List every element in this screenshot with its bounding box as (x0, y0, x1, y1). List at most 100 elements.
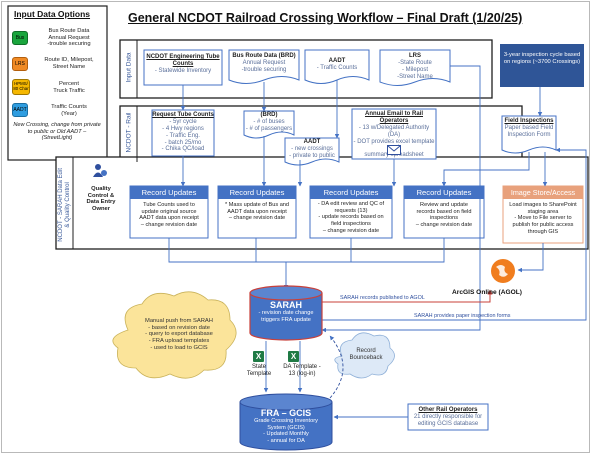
legend-aadt-line-1: Traffic Counts (51, 104, 87, 110)
legend-bus-line-2: Annual Request (48, 34, 90, 41)
field-inspections-line-1: Paper based Field (504, 124, 554, 131)
state-template-label: State Template (246, 364, 272, 377)
legend-badge-aadt: AADT (12, 103, 28, 117)
record-updates-2-shape (217, 185, 297, 239)
legend-hpms-line-1: Percent (59, 81, 79, 87)
record-updates-4-line-2: records based on field (416, 208, 472, 215)
record-updates-1-line-3: AADT data upon receipt (139, 215, 199, 222)
other-rail-title: Other Rail Operators (418, 407, 478, 413)
lane-label-rail: NCDOT - Rail (125, 112, 133, 153)
record-updates-3-line-2: requests (13) (334, 207, 368, 214)
image-store-line-5: through GIS (527, 228, 559, 235)
record-updates-2-title: Record Updates (229, 188, 285, 197)
aadt-rail-title: AADT (303, 139, 321, 145)
brd-doc: Bus Route Data (BRD) Annual Request -tro… (229, 53, 299, 74)
brd-line-1: Annual Request (242, 59, 286, 66)
legend-hpms-line-2: Truck Traffic (53, 87, 85, 94)
record-updates-1-title: Record Updates (141, 188, 197, 197)
legend-badge-bus: Bus (12, 31, 28, 45)
fra-cylinder-shape (239, 393, 333, 451)
record-updates-3-line-4: field inspections (331, 221, 371, 228)
legend-note: New Crossing, change from private to pub… (13, 122, 101, 142)
connector-bounceback (329, 335, 344, 399)
globe-icon (490, 258, 516, 284)
manual-push-line-4: - FRA upload templates (148, 337, 210, 344)
agol-label: ArcGIS Online (AGOL) (452, 289, 522, 296)
record-updates-3-line-3: - update records based on (318, 214, 384, 221)
da-template-label: DA Template - 13 (log-in) (283, 364, 321, 377)
annual-email-title: Annual Email to Rail Operators (364, 111, 423, 124)
aadt-rail-line-1: - new crossings (291, 145, 333, 152)
record-updates-1-line-4: – change revision date (140, 222, 198, 229)
lrs-title: LRS (409, 53, 421, 59)
connector-ru-bus (168, 238, 445, 288)
connector-lrs-to-sarah (321, 65, 481, 333)
connector-field-to-ru4 (441, 152, 530, 187)
request-tube-title: Request Tube Counts (152, 112, 214, 118)
aadt-line-1: - Traffic Counts (316, 64, 358, 71)
record-updates-4-shape (403, 185, 485, 239)
arrow-label-paper-forms: SARAH provides paper inspection forms (414, 313, 511, 319)
brd-line-2: -trouble securing (241, 66, 287, 73)
brd-rail-line-1: - # of buses (253, 118, 285, 125)
manual-push-line-2: - based on revision date (148, 324, 210, 331)
other-rail-line-2: editing GCIS database (417, 420, 479, 427)
request-tube-text: Request Tube Counts - 5yr cycle - 4 Hwy … (152, 112, 214, 153)
legend-lrs-line-2: Street Name (52, 63, 86, 70)
bounceback-line-2: Bounceback (349, 354, 383, 361)
image-store-shape (502, 185, 584, 244)
engineering-title: NCDOT Engineering Tube Counts (146, 54, 220, 67)
bounceback-label: Record Bounceback (344, 348, 388, 362)
aadt-rail-line-2: - private to public (289, 152, 335, 159)
request-tube-line-4: - batch 25/mo (164, 139, 202, 146)
bounceback-cloud-shape (334, 332, 395, 379)
aadt-rail-doc (284, 137, 340, 166)
fra-title: FRA – GCIS (260, 408, 312, 418)
record-updates-1-line-1: Tube Counts used to (143, 202, 195, 208)
fra-line-4: - annual for DA (267, 438, 305, 445)
lrs-doc: LRS -State Route - Milepost -Street Name (380, 53, 450, 81)
record-updates-4-title: Record Updates (416, 188, 472, 197)
annual-email-line-3: summary spreadsheet (364, 152, 424, 159)
lrs-doc-shape (379, 49, 451, 86)
record-updates-1-shape (129, 185, 209, 239)
record-updates-4-line-1: Review and update (420, 202, 468, 208)
sarah-database: SARAH - revision date change triggers FR… (250, 300, 322, 323)
request-tube-line-3: - Traffic Eng. (166, 132, 200, 139)
legend-lrs-line-1: Route ID, Milepost, (44, 57, 94, 63)
record-updates-1-line-2: update original source (141, 208, 197, 215)
image-store-line-1: Load images to SharePoint (509, 202, 577, 208)
aadt-rail-text: AADT - new crossings - private to public (285, 139, 339, 160)
lrs-line-2: - Milepost (401, 66, 428, 73)
quality-owner-icon (92, 162, 108, 178)
page-title: General NCDOT Railroad Crossing Workflow… (128, 11, 523, 25)
record-updates-4-line-4: – change revision date (415, 222, 473, 229)
engineering-line-1: - Statewide Inventory (154, 67, 212, 74)
envelope-icon (387, 145, 401, 155)
record-updates-4: Record Updates Review and update records… (404, 186, 484, 229)
inspection-note: 3-year inspection cycle based on regions… (503, 52, 581, 65)
fra-line-3: - Updated Monthly (263, 431, 309, 438)
other-rail-operators: Other Rail Operators 21 directly respons… (408, 407, 488, 428)
aadt-title: AADT (328, 58, 346, 64)
record-updates-2-line-3: – change revision date (228, 215, 286, 222)
record-updates-2-line-2: AADT data upon receipt (227, 208, 287, 215)
legend-badge-lrs: LRS (12, 57, 28, 71)
excel-state-icon: X (253, 351, 264, 362)
field-inspections-text: Field Inspections Paper based Field Insp… (502, 118, 556, 139)
lrs-line-3: -Street Name (397, 73, 433, 80)
manual-push-line-1: Manual push from SARAH (145, 318, 213, 324)
brd-rail-title: (BRD) (260, 112, 278, 118)
quality-owner-label: Quality Control & Data Entry Owner (86, 186, 116, 212)
inspection-note-box (500, 44, 584, 87)
record-updates-2: Record Updates * Mass update of Bus and … (218, 186, 296, 222)
lane-label-sarah: NCDOT - SARAH Data Edit & Quality Contro… (58, 168, 71, 242)
record-updates-3: Record Updates - DA edit review and QC o… (310, 186, 392, 235)
manual-push-note: Manual push from SARAH - based on revisi… (130, 318, 228, 351)
record-updates-3-line-1: - DA edit review and QC of (317, 201, 385, 207)
brd-rail-doc (243, 110, 295, 139)
lane-label-input: Input Data (125, 52, 133, 83)
aadt-doc: AADT - Traffic Counts (305, 58, 369, 72)
